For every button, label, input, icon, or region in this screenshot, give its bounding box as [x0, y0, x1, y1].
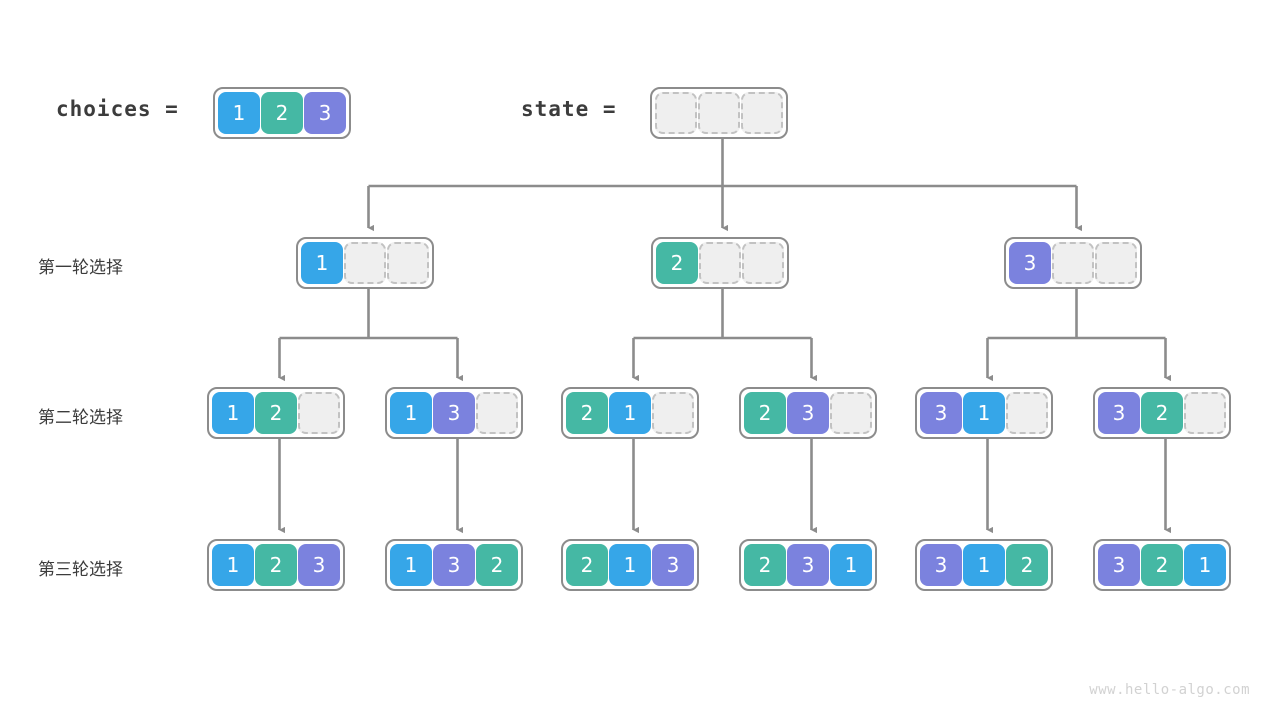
- level3-node-1-cell-1: 3: [433, 544, 475, 586]
- state-array-cell-1: [698, 92, 740, 134]
- row-label-round-2: 第二轮选择: [38, 408, 123, 428]
- level2-node-3-cell-1: 3: [787, 392, 829, 434]
- level3-node-3-cell-0: 2: [744, 544, 786, 586]
- level3-node-1-cell-0: 1: [390, 544, 432, 586]
- level1-node-1: 2: [651, 237, 789, 289]
- level2-node-1-cell-1: 3: [433, 392, 475, 434]
- state-array-cell-0: [655, 92, 697, 134]
- level1-node-1-cell-2: [742, 242, 784, 284]
- level3-node-1-cell-2: 2: [476, 544, 518, 586]
- level1-node-0-cell-2: [387, 242, 429, 284]
- level3-node-2-cell-2: 3: [652, 544, 694, 586]
- level2-node-0-cell-2: [298, 392, 340, 434]
- level1-node-0-cell-0: 1: [301, 242, 343, 284]
- level2-node-3-cell-2: [830, 392, 872, 434]
- level1-node-2-cell-1: [1052, 242, 1094, 284]
- choices-array-cell-0: 1: [218, 92, 260, 134]
- level3-node-0-cell-2: 3: [298, 544, 340, 586]
- choices-array-cell-1: 2: [261, 92, 303, 134]
- state-array: [650, 87, 788, 139]
- level2-node-5-cell-0: 3: [1098, 392, 1140, 434]
- level2-node-2-cell-0: 2: [566, 392, 608, 434]
- level3-node-5-cell-1: 2: [1141, 544, 1183, 586]
- level1-node-1-cell-1: [699, 242, 741, 284]
- level2-node-0-cell-1: 2: [255, 392, 297, 434]
- row-label-round-1: 第一轮选择: [38, 258, 123, 278]
- watermark: www.hello-algo.com: [1089, 682, 1250, 698]
- choices-label: choices =: [56, 97, 179, 121]
- level3-node-5-cell-0: 3: [1098, 544, 1140, 586]
- state-array-cell-2: [741, 92, 783, 134]
- level2-node-5-cell-1: 2: [1141, 392, 1183, 434]
- level2-node-0-cell-0: 1: [212, 392, 254, 434]
- level3-node-3-cell-1: 3: [787, 544, 829, 586]
- level1-node-2: 3: [1004, 237, 1142, 289]
- level3-node-0-cell-0: 1: [212, 544, 254, 586]
- level1-node-2-cell-0: 3: [1009, 242, 1051, 284]
- level3-node-2-cell-0: 2: [566, 544, 608, 586]
- level2-node-2-cell-1: 1: [609, 392, 651, 434]
- level2-node-4-cell-1: 1: [963, 392, 1005, 434]
- level3-node-0-cell-1: 2: [255, 544, 297, 586]
- level3-node-3-cell-2: 1: [830, 544, 872, 586]
- level1-node-1-cell-0: 2: [656, 242, 698, 284]
- row-label-round-3: 第三轮选择: [38, 560, 123, 580]
- level2-node-4-cell-2: [1006, 392, 1048, 434]
- level3-node-4-cell-2: 2: [1006, 544, 1048, 586]
- level2-node-1-cell-2: [476, 392, 518, 434]
- level3-node-2-cell-1: 1: [609, 544, 651, 586]
- level3-node-5-cell-2: 1: [1184, 544, 1226, 586]
- level2-node-3-cell-0: 2: [744, 392, 786, 434]
- level1-node-2-cell-2: [1095, 242, 1137, 284]
- level3-node-4-cell-1: 1: [963, 544, 1005, 586]
- state-label: state =: [521, 97, 617, 121]
- choices-array-cell-2: 3: [304, 92, 346, 134]
- level2-node-2-cell-2: [652, 392, 694, 434]
- level2-node-5-cell-2: [1184, 392, 1226, 434]
- level3-node-4-cell-0: 3: [920, 544, 962, 586]
- level2-node-1-cell-0: 1: [390, 392, 432, 434]
- level2-node-4-cell-0: 3: [920, 392, 962, 434]
- level1-node-0: 1: [296, 237, 434, 289]
- level1-node-0-cell-1: [344, 242, 386, 284]
